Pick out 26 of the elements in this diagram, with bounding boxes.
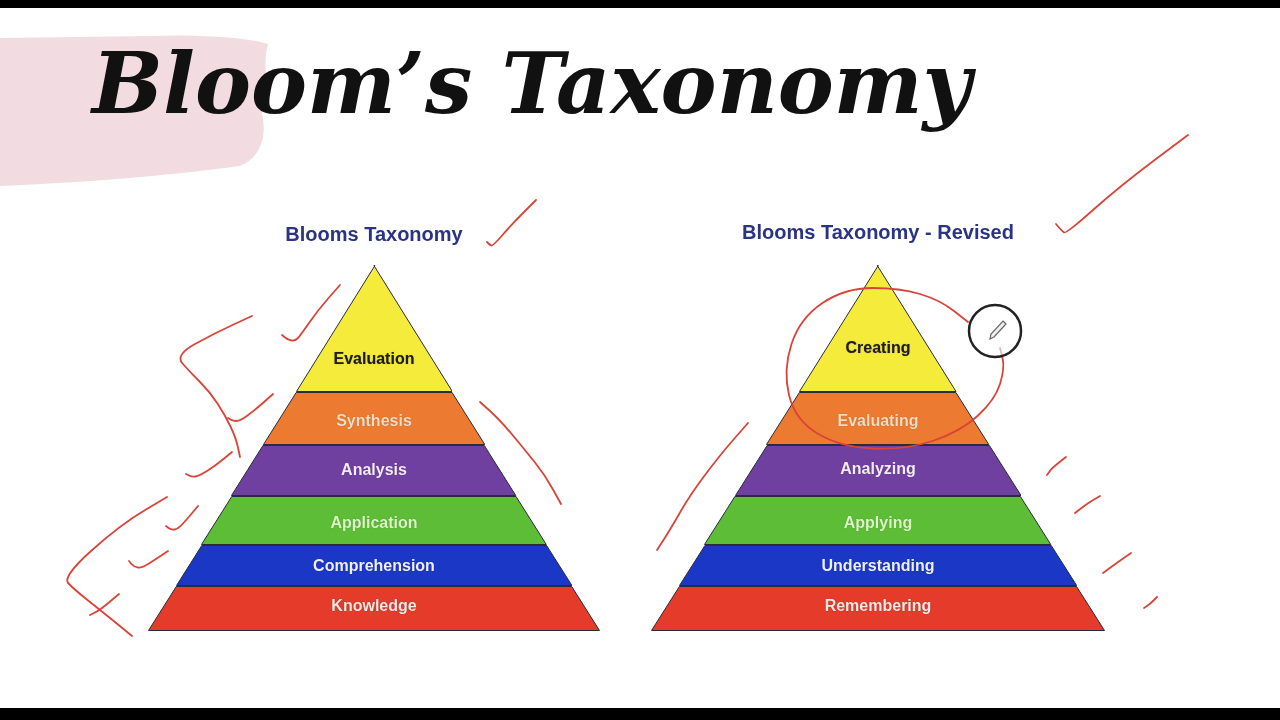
pyramid-heading: Blooms Taxonomy <box>285 222 463 246</box>
tier-label: Analysis <box>341 459 407 479</box>
tier-label: Remembering <box>824 595 932 615</box>
pyramid-tier <box>175 545 573 586</box>
pyramid-tier <box>766 392 990 445</box>
tier-label: Understanding <box>821 555 935 575</box>
tier-label: Evaluation <box>333 348 415 368</box>
tier-label: Synthesis <box>336 410 412 430</box>
pyramid-tier <box>651 586 1105 631</box>
pyramid-tier <box>148 586 600 631</box>
tier-label: Applying <box>843 512 913 532</box>
pyramid-tier <box>231 445 517 496</box>
tier-label: Knowledge <box>331 595 417 615</box>
tier-label: Application <box>330 512 418 532</box>
pyramid-tier <box>734 445 1022 496</box>
tier-label: Creating <box>845 337 911 357</box>
pyramid-heading: Blooms Taxonomy - Revised <box>742 220 1014 244</box>
tier-label: Analyzing <box>840 458 916 478</box>
pyramid-tier <box>678 545 1078 586</box>
tier-label: Evaluating <box>837 410 919 430</box>
pyramid-tier <box>295 265 453 392</box>
pyramid-tier <box>704 496 1052 545</box>
pyramid-tier <box>799 265 957 392</box>
pyramid-tier <box>201 496 547 545</box>
pyramid-tier <box>262 392 486 445</box>
tier-label: Comprehension <box>313 555 435 575</box>
